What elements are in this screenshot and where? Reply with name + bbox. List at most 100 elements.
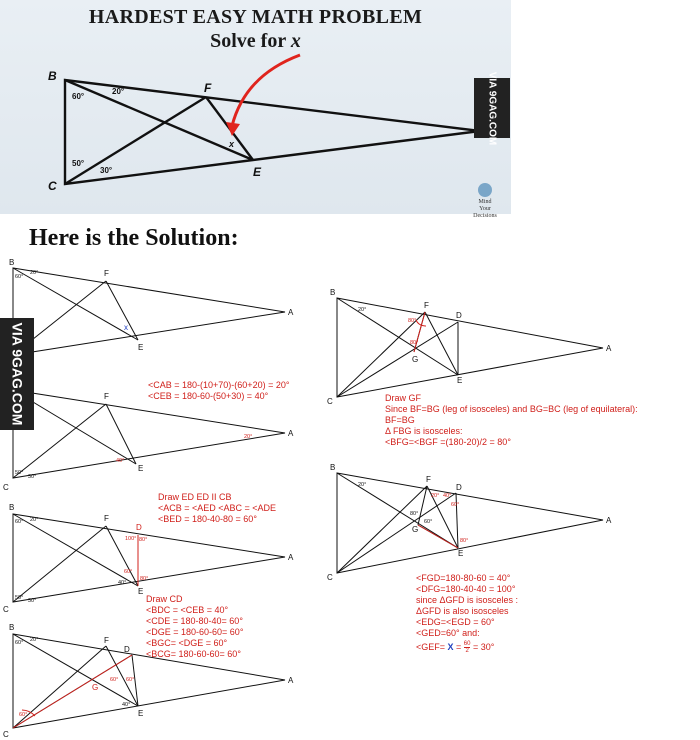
diagram-3-lines — [12, 513, 286, 603]
d4-angle-60c: 60° — [19, 712, 27, 718]
d3-angle-30: 30° — [28, 598, 36, 604]
d4-label-F: F — [104, 636, 109, 645]
note-step-2: Draw ED ED II CB <ACB = <AED <ABC = <ADE… — [158, 492, 277, 524]
banner-triangle-diagram: B C F E x 60° 20° 50° 30° — [48, 53, 481, 193]
d6-label-G: G — [412, 525, 418, 534]
d3-angle-50: 50° — [15, 595, 23, 601]
d6-angle-80: 80° — [460, 538, 468, 544]
d2-angle-50: 50° — [15, 470, 23, 476]
d1-angle-60: 60° — [15, 274, 23, 280]
banner-subtitle: Solve for x — [0, 30, 511, 53]
d4-label-D: D — [124, 645, 130, 654]
watermark-side: VIA 9GAG.COM — [0, 318, 34, 430]
d4-angle-20: 20° — [30, 637, 38, 643]
diagram-4-red-arc — [21, 709, 36, 717]
d6-angle-60: 60° — [451, 502, 459, 508]
d3-label-E: E — [138, 587, 143, 596]
d4-label-E: E — [138, 709, 143, 718]
note-step-3: Draw CD <BDC = <CEB = 40° <CDE = 180-80-… — [146, 594, 244, 659]
brain-icon — [478, 183, 492, 197]
d5-label-F: F — [424, 301, 429, 310]
note-step-5: <FGD=180-80-60 = 40° <DFG=180-40-40 = 10… — [416, 573, 519, 654]
d3-angle-20: 20° — [30, 517, 38, 523]
d5-angle-20: 20° — [358, 307, 366, 313]
banner-subtitle-var: x — [290, 30, 301, 52]
d4-label-A: A — [288, 676, 294, 685]
d2-angle-30: 30° — [28, 474, 36, 480]
d3-angle-100: 100° — [125, 536, 136, 542]
d1-angle-20: 20° — [30, 270, 38, 276]
d3-angle-40: 40° — [118, 580, 126, 586]
diagram-5-lines — [336, 297, 604, 398]
diagram-1-lines — [12, 267, 286, 356]
banner-angle-20: 20° — [112, 87, 124, 96]
segment-BE — [64, 78, 254, 162]
diagram-4-red-CD — [12, 654, 133, 729]
banner-label-E: E — [253, 165, 262, 179]
d3-label-B: B — [9, 503, 14, 512]
d2-angle-20: 20° — [244, 434, 252, 440]
banner-angle-50: 50° — [72, 159, 84, 168]
d6-label-E: E — [458, 549, 463, 558]
diagram-5-red-GF — [413, 311, 426, 353]
d2-angle-40: 40° — [116, 458, 124, 464]
note-step-4: Draw GF Since BF=BG (leg of isosceles) a… — [385, 393, 638, 447]
d4-angle-60b: 60° — [126, 677, 134, 683]
d6-angle-80: 80° — [410, 511, 418, 517]
problem-banner: HARDEST EASY MATH PROBLEM Solve for x B … — [0, 0, 511, 219]
mind-your-decisions-logo: Mind Your Decisions — [462, 183, 508, 220]
d3-label-A: A — [288, 553, 294, 562]
d3-label-F: F — [104, 514, 109, 523]
d1-label-F: F — [104, 269, 109, 278]
diagram-5-red-arc — [415, 319, 427, 327]
d6-angle-20: 20° — [431, 493, 439, 499]
red-arrow — [230, 53, 301, 127]
d2-label-C: C — [3, 483, 9, 492]
banner-label-B: B — [48, 69, 57, 83]
banner-label-x: x — [228, 139, 235, 149]
segment-CF — [64, 95, 207, 186]
d3-angle-80a: 80° — [139, 537, 147, 543]
d4-label-C: C — [3, 730, 9, 739]
d6-angle-20: 20° — [358, 482, 366, 488]
d6-angle-40: 40° — [443, 493, 451, 499]
d4-angle-60: 60° — [15, 640, 23, 646]
d1-label-B: B — [9, 258, 14, 267]
d5-label-B: B — [330, 288, 335, 297]
banner-angle-30: 30° — [100, 166, 112, 175]
banner-label-C: C — [48, 179, 57, 193]
watermark-top: VIA 9GAG.COM — [474, 71, 510, 145]
d1-label-E: E — [138, 343, 143, 352]
solution-heading: Here is the Solution: — [29, 225, 239, 251]
banner-subtitle-prefix: Solve for — [210, 30, 291, 52]
d2-label-E: E — [138, 464, 143, 473]
d5-label-G: G — [412, 355, 418, 364]
banner-angle-60: 60° — [72, 92, 84, 101]
d6-label-C: C — [327, 573, 333, 582]
d6-label-B: B — [330, 463, 335, 472]
d5-angle-80b: 80° — [410, 340, 418, 346]
d5-label-D: D — [456, 311, 462, 320]
red-arrowhead — [226, 122, 240, 136]
d3-label-D: D — [136, 523, 142, 532]
outer-triangle — [63, 78, 481, 186]
d4-angle-40: 40° — [122, 702, 130, 708]
diagram-6-lines — [336, 472, 604, 574]
d3-angle-60: 60° — [15, 519, 23, 525]
d6-label-A: A — [606, 516, 612, 525]
d6-label-F: F — [426, 475, 431, 484]
d5-label-C: C — [327, 397, 333, 406]
d5-label-A: A — [606, 344, 612, 353]
d6-angle-60: 60° — [424, 519, 432, 525]
note-step-1: <CAB = 180-(10+70)-(60+20) = 20° <CEB = … — [148, 380, 290, 401]
d1-label-A: A — [288, 308, 294, 317]
d6-label-D: D — [456, 483, 462, 492]
diagram-6-red-GE — [417, 524, 459, 549]
d4-angle-60a: 60° — [110, 677, 118, 683]
d3-angle-60: 60° — [124, 569, 132, 575]
d3-angle-80b: 80° — [140, 576, 148, 582]
d2-label-F: F — [104, 392, 109, 401]
d1-label-x: x — [124, 323, 128, 332]
